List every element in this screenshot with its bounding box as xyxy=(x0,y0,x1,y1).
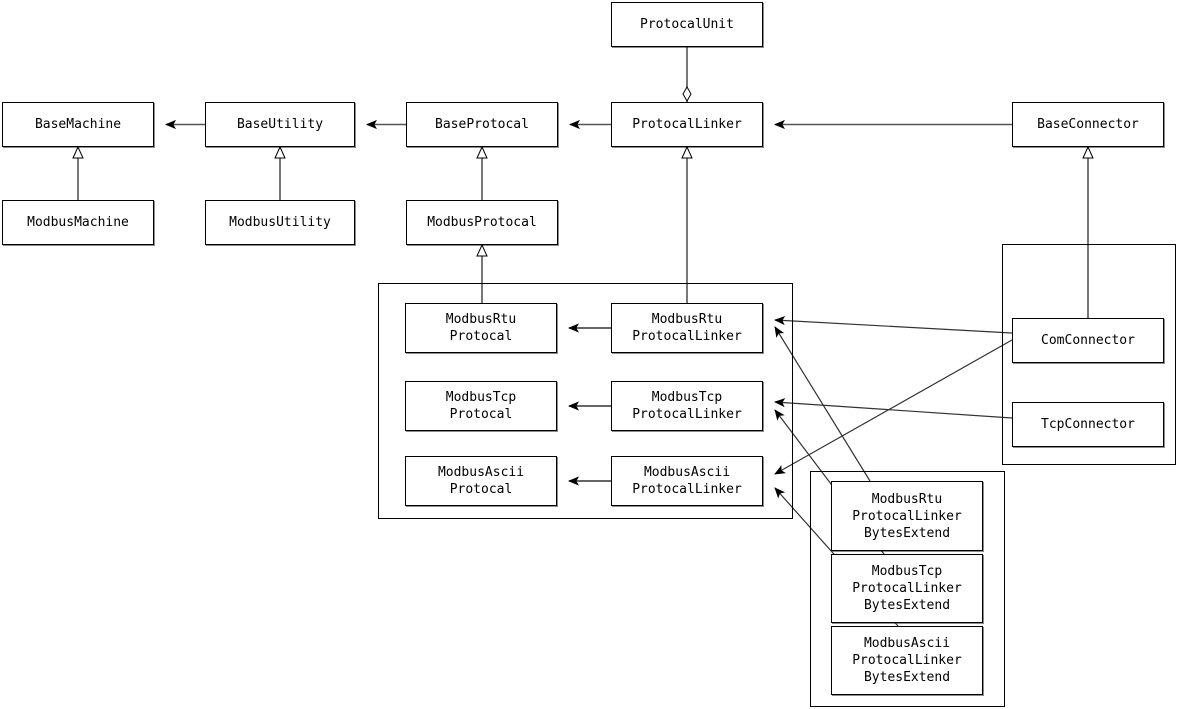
class-box-base-protocal[interactable]: BaseProtocal xyxy=(406,102,558,147)
class-box-modbus-ascii-linker[interactable]: ModbusAscii ProtocalLinker xyxy=(611,456,763,506)
class-box-modbus-rtu-linker-bytes-extend[interactable]: ModbusRtu ProtocalLinker BytesExtend xyxy=(831,481,983,551)
group-modbus-variants xyxy=(378,283,793,519)
group-connectors xyxy=(1002,244,1176,465)
class-box-protocal-linker[interactable]: ProtocalLinker xyxy=(611,102,763,147)
class-box-modbus-tcp-protocal[interactable]: ModbusTcp Protocal xyxy=(405,381,557,431)
class-box-com-connector[interactable]: ComConnector xyxy=(1012,318,1164,363)
edge-com-connector-to-ascii-linker xyxy=(774,339,1013,475)
edge-tcp-connector-to-tcp-linker xyxy=(774,398,1013,419)
class-box-modbus-ascii-linker-bytes-extend[interactable]: ModbusAscii ProtocalLinker BytesExtend xyxy=(831,626,983,695)
class-box-protocal-unit[interactable]: ProtocalUnit xyxy=(611,2,763,47)
edge-com-connector-to-rtu-linker xyxy=(774,315,1013,334)
class-box-modbus-tcp-linker-bytes-extend[interactable]: ModbusTcp ProtocalLinker BytesExtend xyxy=(831,554,983,623)
class-box-modbus-tcp-linker[interactable]: ModbusTcp ProtocalLinker xyxy=(611,381,763,431)
class-box-modbus-protocal[interactable]: ModbusProtocal xyxy=(406,200,558,245)
class-box-modbus-machine[interactable]: ModbusMachine xyxy=(2,200,154,245)
class-box-base-utility[interactable]: BaseUtility xyxy=(205,102,355,147)
class-box-modbus-rtu-protocal[interactable]: ModbusRtu Protocal xyxy=(405,303,557,353)
class-box-modbus-rtu-linker[interactable]: ModbusRtu ProtocalLinker xyxy=(611,303,763,353)
class-box-modbus-utility[interactable]: ModbusUtility xyxy=(205,200,355,245)
class-box-base-connector[interactable]: BaseConnector xyxy=(1012,102,1164,147)
class-box-modbus-ascii-protocal[interactable]: ModbusAscii Protocal xyxy=(405,456,557,506)
class-box-base-machine[interactable]: BaseMachine xyxy=(2,102,154,147)
group-bytes-extend xyxy=(810,471,1005,707)
class-box-tcp-connector[interactable]: TcpConnector xyxy=(1012,402,1164,447)
